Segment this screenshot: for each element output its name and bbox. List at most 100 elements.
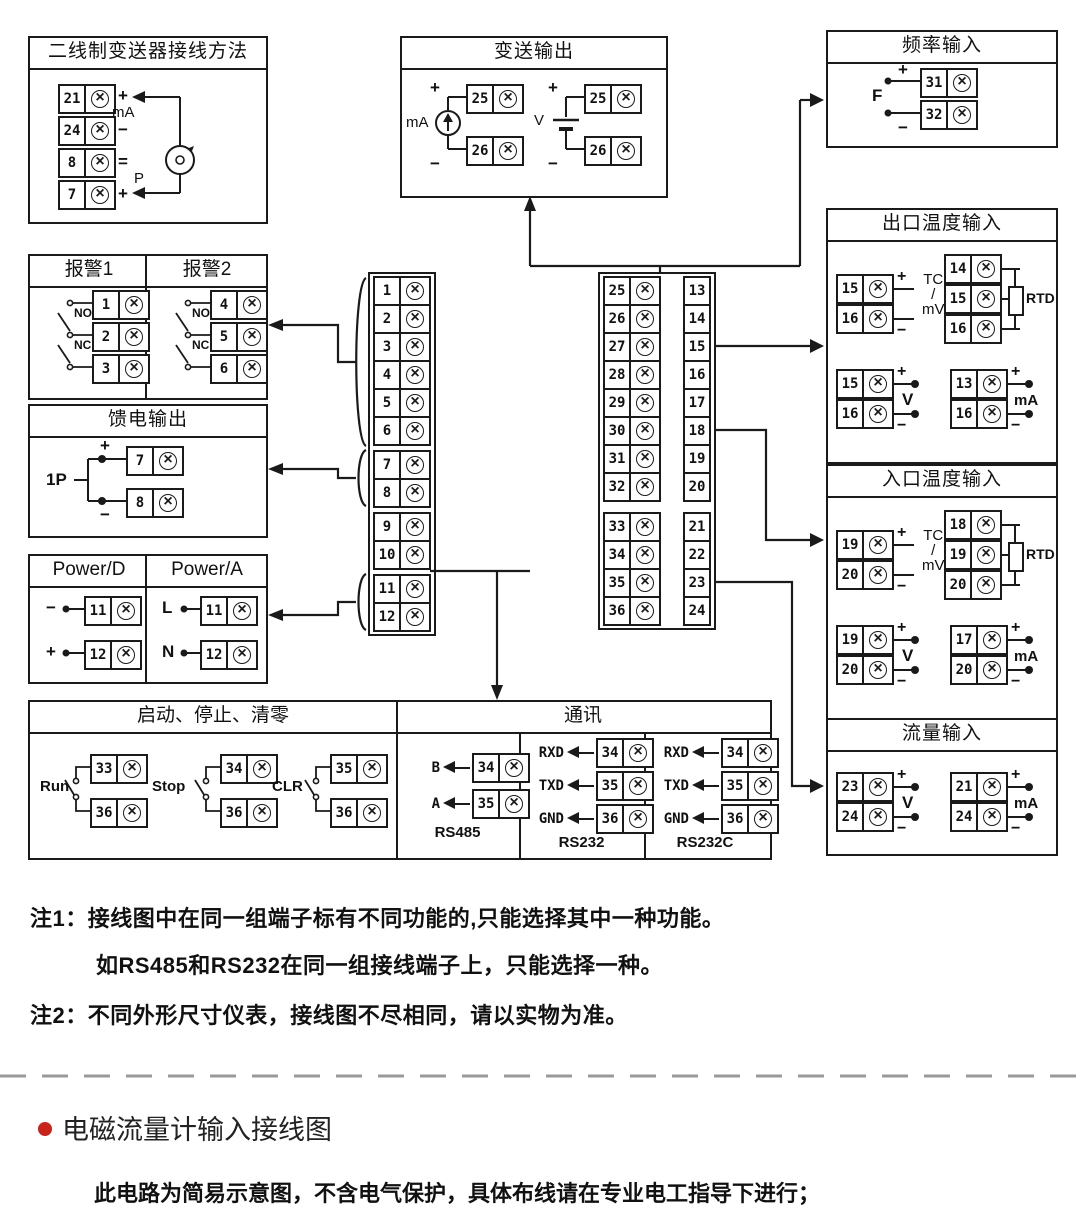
terminal-number: 33 [603,512,631,542]
power-a-title: Power/A [171,559,243,580]
terminal-number: 17 [683,388,711,418]
polarity-sign: − [897,417,907,434]
terminal-row: 35 23 [603,568,711,598]
terminal-screw-icon [399,478,431,508]
terminal-number: 22 [683,540,711,570]
box-title: 入口温度输入 [828,466,1056,498]
terminal-number: 27 [603,332,631,362]
terminal-number: 11 [373,574,401,604]
terminal: 26 [466,136,524,166]
terminal-screw-icon [629,512,661,542]
terminal: 26 [603,304,661,334]
left-arrow-icon [443,761,470,773]
terminal: 24 [58,116,116,146]
terminal-row: 34 22 [603,540,711,570]
terminal-number: 13 [950,369,978,399]
current-input-group: 17 + 20 − [950,619,1033,690]
terminal-screw-icon [862,625,894,655]
comm-row: GND 36 [528,802,654,835]
no-contact-label: NO [192,306,210,320]
terminal: 35 [596,770,654,801]
terminal: 34 [603,540,661,570]
terminal-screw-icon [236,322,268,352]
neutral-label: N [162,642,175,661]
terminal-row: 33 21 [603,512,711,542]
signal-label: A [431,796,440,812]
terminal-row: 20 − [836,655,919,690]
terminal-screw-icon [862,274,894,304]
box-title: 流量输入 [828,720,1056,752]
terminal: 18 [944,510,1002,540]
terminal-number: 36 [220,798,248,828]
terminal-number: 21 [950,772,978,802]
terminal: 24 [950,802,1008,832]
left-arrow-icon [692,811,719,824]
polarity-sign: + [118,86,128,105]
v-label: V [902,390,914,409]
terminal-row: 5 [373,388,431,418]
terminal-number: 12 [84,640,112,670]
terminal-number: 11 [200,596,228,626]
terminal-row: 25 13 [603,276,711,306]
rs232-label: RS232 [558,834,605,851]
transmitter-symbol-icon [165,145,195,175]
terminal: 12 [373,602,431,632]
left-arrow-icon [567,778,594,791]
terminal-number: 16 [683,360,711,390]
terminal-number: 34 [220,754,248,784]
terminal-screw-icon [629,444,661,474]
run-label: Run [40,778,70,795]
terminal-screw-icon [862,399,894,429]
terminal: 20 [836,655,894,685]
wire: − [1008,666,1033,690]
terminal-number: 24 [950,802,978,832]
terminal-screw-icon [152,488,184,518]
terminal-row: 10 [373,540,431,570]
terminal-number: 16 [944,314,972,344]
terminal-row: 27 15 [603,332,711,362]
section-divider [396,702,398,858]
inlet-temp-input-box: 入口温度输入 19 + 20 − TC / mV 18 19 20 RTD 19… [826,464,1058,720]
terminal-number: 21 [683,512,711,542]
terminal: 16 [836,399,894,429]
terminal-screw-icon [976,625,1008,655]
terminal: 3 [92,354,150,384]
1p-label: 1P [46,470,67,489]
terminal: 1 [373,276,431,306]
terminal: 16 [944,314,1002,344]
terminal-number: 3 [373,332,401,362]
terminal-screw-icon [399,416,431,446]
terminal-number: 10 [373,540,401,570]
polarity-sign: − [898,118,908,137]
terminal-screw-icon [399,360,431,390]
polarity-sign: − [897,820,907,837]
column-divider [145,556,147,682]
terminal: 7 [126,446,184,476]
section-subtitle: 此电路为简易示意图，不含电气保护，具体布线请在专业电工指导下进行； [94,1181,821,1206]
clr-label: CLR [272,778,303,795]
alarm2-title: 报警2 [182,259,232,280]
signal-label: GND [663,810,689,827]
terminal-screw-icon [946,68,978,98]
terminal-screw-icon [970,510,1002,540]
note-1: 注1：接线图中在同一组端子标有不同功能的,只能选择其中一种功能。 [30,901,724,933]
ma-label: mA [1014,392,1039,409]
terminal-screw-icon [399,388,431,418]
wire: + [894,268,914,290]
comm-row: RXD 34 [528,736,654,769]
v-label: V [902,646,914,665]
rs485-label: RS485 [434,824,481,841]
terminal-number: 12 [373,602,401,632]
terminal: 2 [92,322,150,352]
terminal: 7 [373,450,431,480]
terminal-screw-icon [862,304,894,334]
terminal-number: 24 [683,596,711,626]
terminal-rows: 25 13 26 14 27 15 28 16 29 17 30 18 31 1… [603,276,711,626]
terminal-number: 21 [58,84,86,114]
terminal-screw-icon [629,304,661,334]
terminal-row: 9 [373,512,431,542]
terminal-number: 26 [466,136,494,166]
terminal: 29 [603,388,661,418]
wire: − [1008,410,1033,434]
terminal: 35 [472,789,530,819]
